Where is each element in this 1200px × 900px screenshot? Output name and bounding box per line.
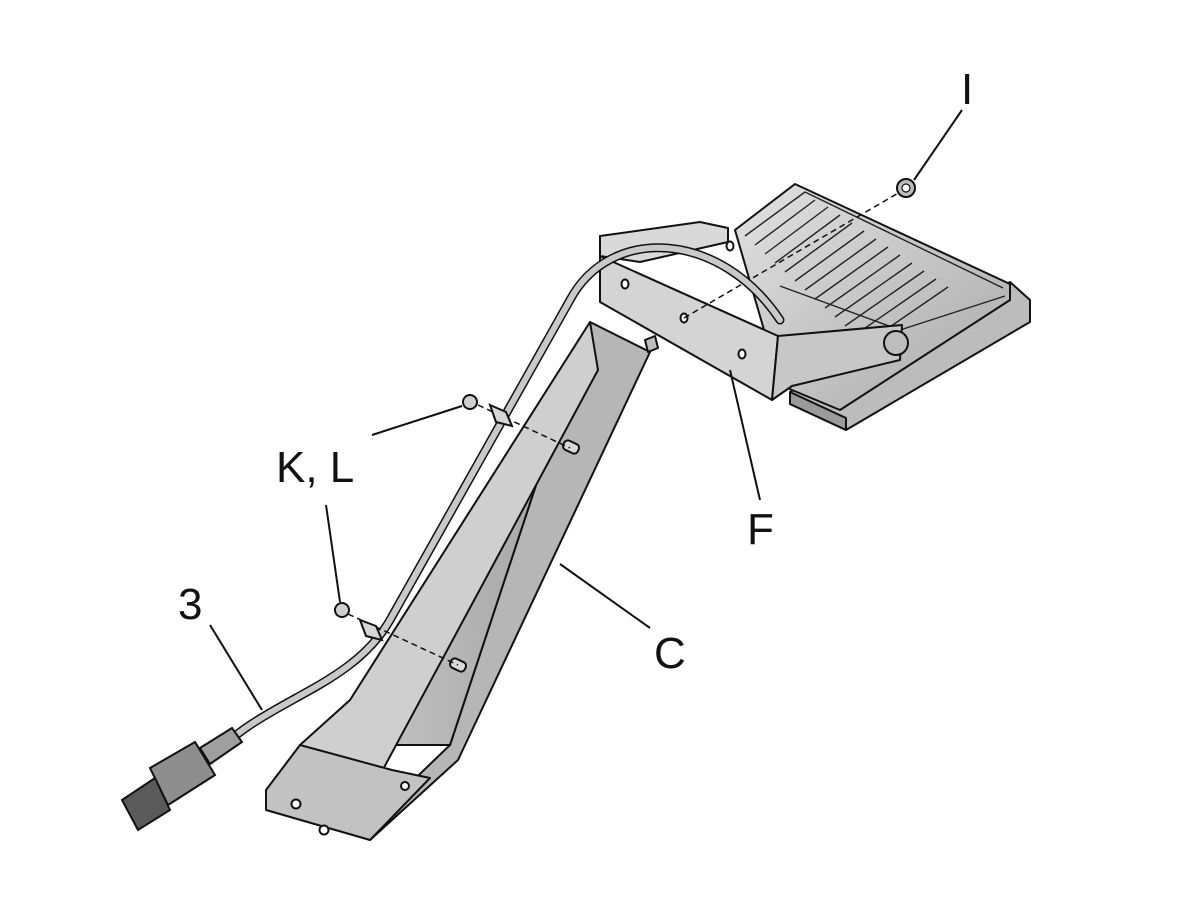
power-cable-3 xyxy=(120,243,785,832)
callout-label-f: F xyxy=(747,505,774,554)
cable-plug-face xyxy=(120,776,172,832)
hex-nut-k-upper xyxy=(462,394,478,410)
foot-hole xyxy=(318,824,330,836)
bracket-pivot-knob xyxy=(883,330,909,356)
cable-clips-k-l xyxy=(325,394,571,666)
foot-hole xyxy=(400,781,410,791)
cable-fill xyxy=(207,244,783,763)
leader-line-i xyxy=(913,109,963,181)
hex-nut-k-lower xyxy=(334,602,350,618)
callout-label-i: I xyxy=(961,65,974,114)
bracket-hole xyxy=(725,240,735,252)
foot-hole xyxy=(290,798,302,810)
callout-label-c: C xyxy=(654,629,686,678)
bracket-hole xyxy=(737,348,747,360)
channel-tip-pin xyxy=(644,335,659,353)
leader-line-c xyxy=(559,563,651,629)
leader-line-3 xyxy=(209,624,263,711)
alignment-line-kl-upper xyxy=(477,404,571,449)
cable-clip-upper xyxy=(488,403,514,428)
housing-base-front xyxy=(789,391,847,431)
channel-foot xyxy=(265,744,431,841)
bracket-side-arm xyxy=(771,324,903,401)
heatsink-fins xyxy=(744,191,1006,345)
alignment-line-i xyxy=(683,191,901,319)
leader-line-f xyxy=(729,369,761,501)
channel-c xyxy=(265,321,659,841)
channel-stud xyxy=(561,439,581,455)
leader-line-kl-upper xyxy=(371,405,463,436)
nut-i xyxy=(683,109,963,319)
bracket-hole xyxy=(620,278,630,290)
leader-line-kl-lower xyxy=(325,504,341,603)
cable-strain-relief xyxy=(198,726,244,766)
cable-clip-lower xyxy=(358,618,384,642)
callout-label-kl: K, L xyxy=(276,443,355,492)
callout-label-3: 3 xyxy=(178,580,203,629)
